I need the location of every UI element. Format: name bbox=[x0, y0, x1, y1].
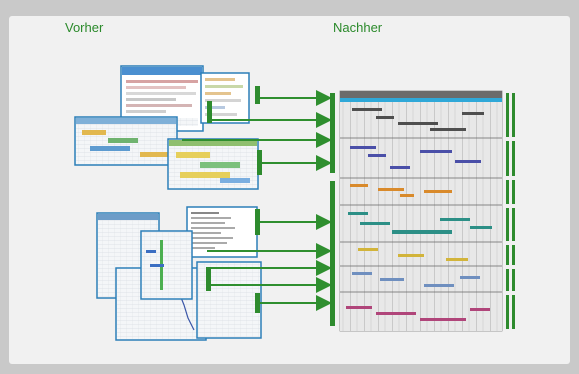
gantt-bars-section-2 bbox=[350, 146, 481, 169]
gantt-bars-section-1 bbox=[352, 108, 484, 131]
source-screenshot-2 bbox=[200, 72, 250, 124]
gantt-bars-section-6 bbox=[352, 272, 480, 287]
gantt-bars-section-5 bbox=[358, 248, 468, 261]
arrows bbox=[182, 90, 332, 311]
source-brackets bbox=[206, 86, 262, 313]
source-screenshot-8 bbox=[140, 230, 193, 300]
gantt-bars-section-4 bbox=[348, 212, 492, 234]
target-gantt-chart bbox=[339, 90, 503, 332]
source-screenshot-4 bbox=[167, 138, 259, 190]
target-left-brace bbox=[330, 93, 335, 326]
after-label: Nachher bbox=[333, 20, 383, 35]
source-screenshot-6 bbox=[186, 206, 258, 258]
before-label: Vorher bbox=[65, 20, 104, 35]
source-screenshot-3 bbox=[74, 116, 178, 166]
gantt-bars-section-7 bbox=[346, 306, 490, 321]
target-right-brackets bbox=[506, 93, 515, 329]
gantt-bars-section-3 bbox=[350, 184, 452, 197]
